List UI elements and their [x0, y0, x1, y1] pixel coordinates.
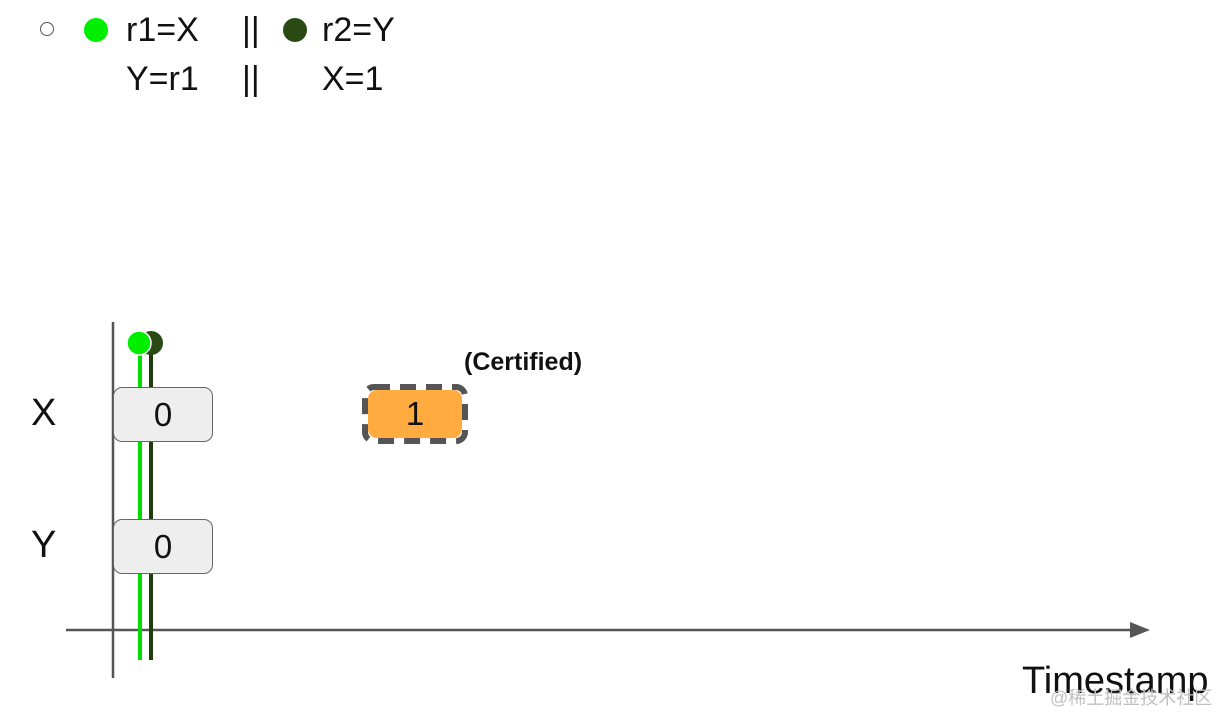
timestamp-axis-arrow-icon	[1130, 622, 1150, 638]
y-initial-value: 0	[153, 527, 173, 565]
pending-value-border	[362, 384, 468, 444]
thread1-line1: r1=X	[126, 11, 199, 49]
x-initial-value: 0	[153, 395, 173, 433]
start-marker-icon	[40, 22, 54, 36]
x-pending-value: 1	[405, 395, 425, 432]
y-initial-value-box: 0	[113, 519, 213, 574]
x-pending-value-box: 1	[368, 390, 462, 438]
variable-label-x: X	[31, 392, 57, 434]
x-initial-value-box: 0	[113, 387, 213, 442]
thread2-line1: r2=Y	[322, 11, 395, 49]
certified-annotation: (Certified)	[464, 348, 583, 376]
thread2-marker-icon	[283, 18, 307, 42]
separator-line2: ||	[242, 60, 260, 98]
thread1-marker-icon	[84, 18, 108, 42]
thread2-line2: X=1	[322, 60, 384, 98]
timestamp-axis-title: Timestamp	[1022, 660, 1209, 702]
thread1-line2: Y=r1	[126, 60, 199, 98]
thread1-position-marker	[126, 330, 152, 356]
separator-line1: ||	[242, 11, 260, 49]
variable-label-y: Y	[31, 524, 57, 566]
watermark-text: @稀土掘金技术社区	[1050, 688, 1213, 708]
